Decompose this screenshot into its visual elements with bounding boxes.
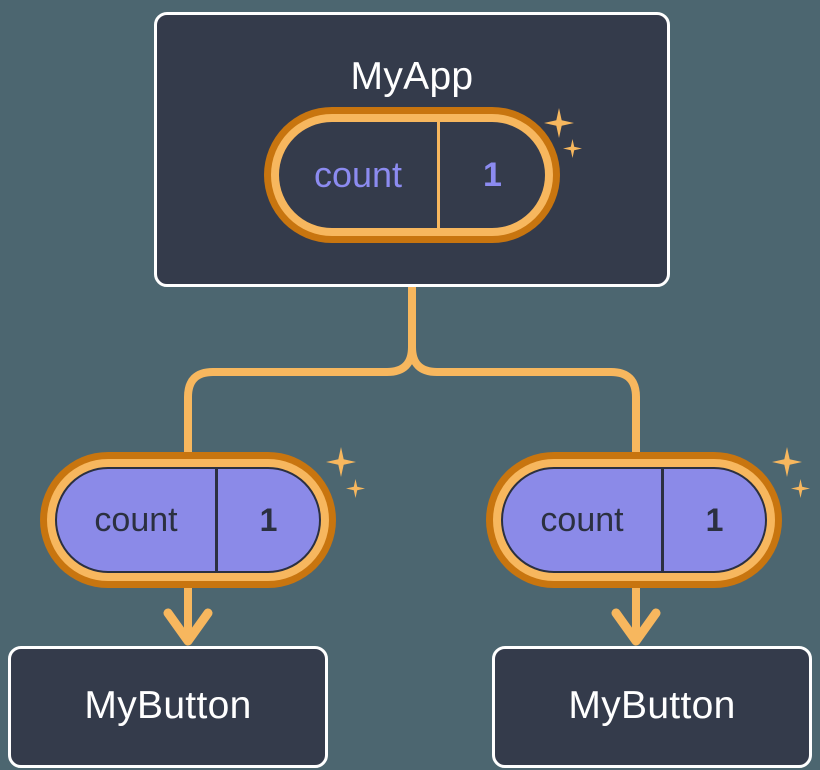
wire-root-to-left <box>184 284 416 456</box>
signal-pill-root[interactable]: count 1 <box>264 107 560 243</box>
signal-pill-inner-ring: count 1 <box>493 459 775 581</box>
arrow-down-icon-right <box>611 588 661 646</box>
signal-value: 1 <box>215 469 319 571</box>
signal-name: count <box>313 154 403 195</box>
sparkle-icon <box>772 447 802 477</box>
signal-pill-body: count 1 <box>55 467 321 573</box>
signal-pill-body: count 1 <box>501 467 767 573</box>
signal-value: 1 <box>661 469 765 571</box>
arrow-down-icon-left <box>163 588 213 646</box>
component-title-myapp: MyApp <box>350 55 474 98</box>
sparkle-icon <box>326 447 356 477</box>
component-title-mybutton: MyButton <box>568 684 736 727</box>
signal-pill-inner-ring: count 1 <box>271 114 553 236</box>
signal-pill-left[interactable]: count 1 <box>40 452 336 588</box>
component-card-mybutton-right[interactable]: MyButton <box>492 646 812 768</box>
sparkle-icon <box>791 479 810 498</box>
signal-name: count <box>540 500 624 539</box>
component-card-mybutton-left[interactable]: MyButton <box>8 646 328 768</box>
signal-pill-right[interactable]: count 1 <box>486 452 782 588</box>
signal-value: 1 <box>437 122 545 228</box>
sparkle-icon <box>346 479 365 498</box>
signal-pill-inner-ring: count 1 <box>47 459 329 581</box>
wire-root-to-right <box>408 284 640 456</box>
signal-name: count <box>94 500 178 539</box>
signal-pill-body: count 1 <box>279 122 545 228</box>
component-title-mybutton: MyButton <box>84 684 252 727</box>
